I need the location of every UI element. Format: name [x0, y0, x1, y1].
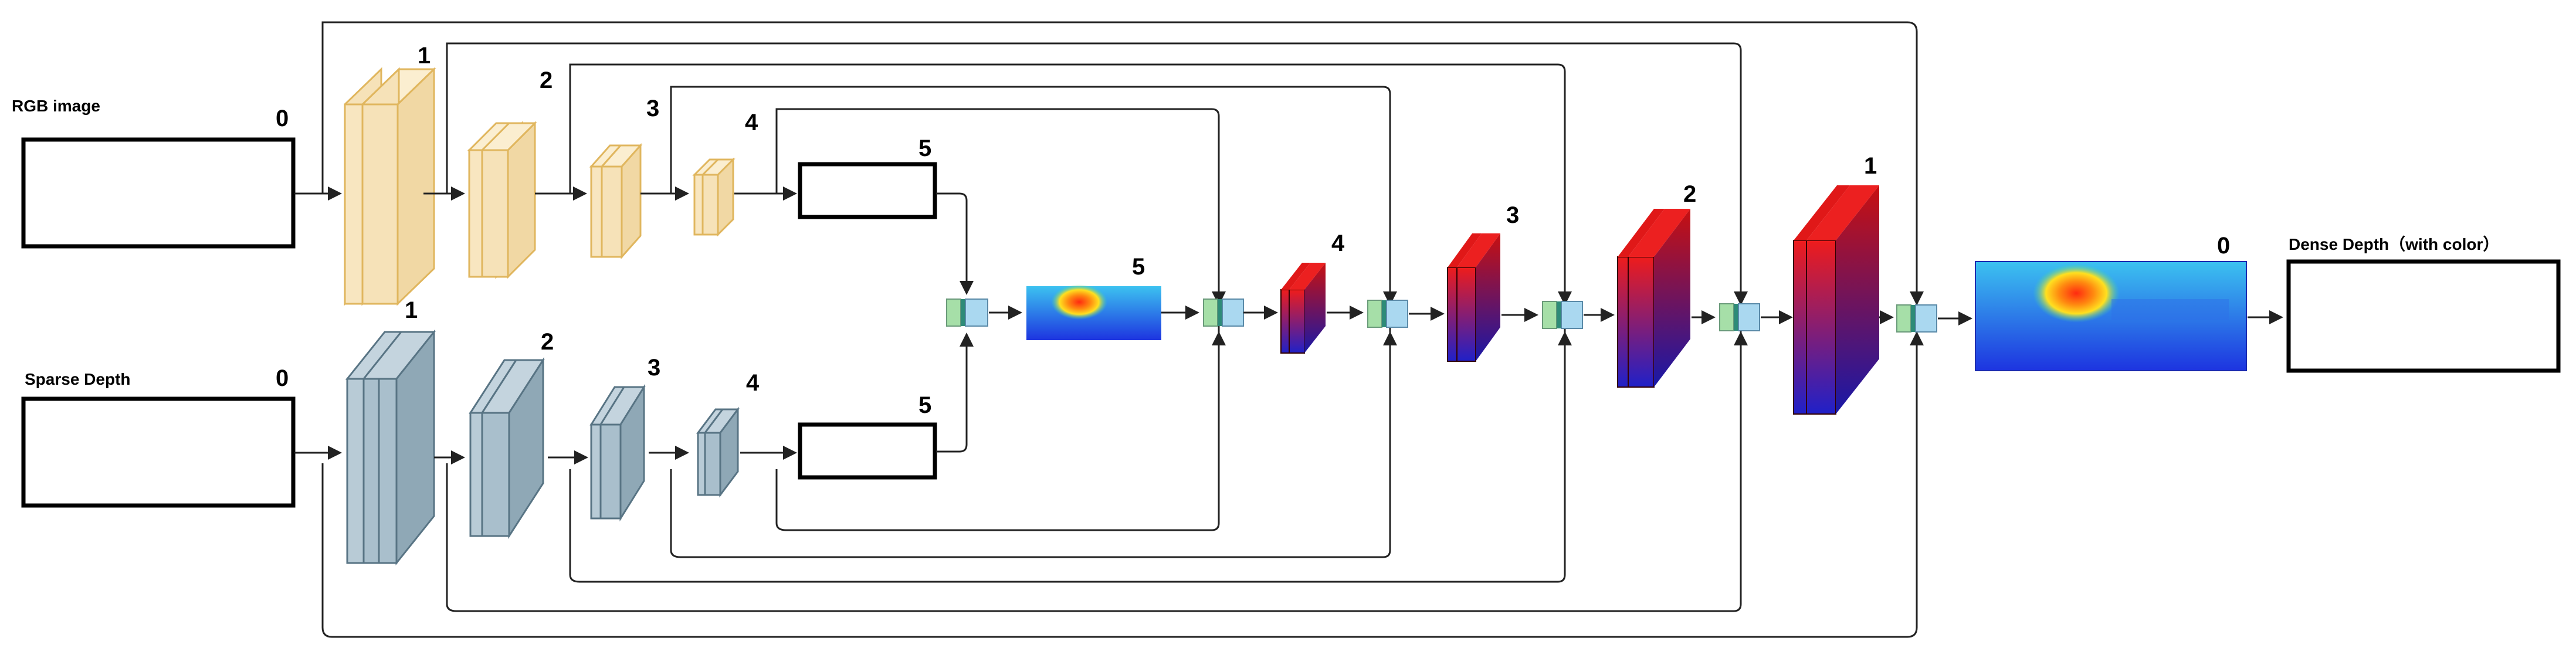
decoder-block-3 [1447, 233, 1500, 362]
fusion-block-2 [1367, 300, 1408, 328]
rgb-feature-image [798, 162, 937, 219]
depth-output-number: 0 [2217, 233, 2230, 259]
sparse-encoder-number-2: 2 [541, 329, 554, 355]
fused-feature-number: 5 [1132, 254, 1145, 280]
fusion-block-3 [1542, 301, 1583, 329]
decoder-block-4 [1280, 263, 1326, 354]
fusion-block-1 [1203, 299, 1244, 327]
skip-connection-4 [670, 86, 1391, 558]
sparse-encoder-number-3: 3 [648, 355, 660, 381]
rgb-encoder-block-4 [692, 157, 735, 237]
decoder-number-2: 2 [1683, 181, 1696, 207]
fusion-block-initial [946, 299, 988, 327]
sparse-depth-label: Sparse Depth [25, 370, 131, 388]
rgb-input-number: 0 [276, 106, 289, 131]
sparse-encoder-number-4: 4 [746, 370, 760, 396]
fusion-block-4 [1719, 303, 1760, 331]
rgb-encoder-block-1 [344, 67, 436, 306]
rgb-encoder-number-1: 1 [418, 43, 431, 69]
skip-connection-2 [446, 42, 1742, 612]
skip-connection-1 [321, 21, 1918, 638]
sparse-encoder-block-2 [469, 357, 545, 540]
sparse-encoder-number-1: 1 [405, 297, 418, 323]
rgb-encoder-number-3: 3 [646, 96, 659, 121]
rgb-encoder-number-4: 4 [745, 110, 758, 135]
skip-connection-5 [775, 108, 1220, 531]
fusion-block-5 [1896, 304, 1937, 333]
fused-feature-heatmap [1026, 284, 1161, 340]
sparse-depth-image [21, 396, 296, 508]
decoder-block-2 [1617, 209, 1690, 388]
rgb-image-label: RGB image [12, 97, 100, 115]
dense-depth-color-image [2286, 259, 2561, 373]
depth-output-map [1975, 261, 2247, 371]
skip-connection-3 [569, 63, 1566, 583]
sparse-feature-image [798, 422, 937, 480]
sparse-output-number: 5 [918, 392, 931, 418]
rgb-encoder-number-2: 2 [540, 67, 553, 93]
decoder-number-1: 1 [1864, 153, 1877, 179]
rgb-encoder-block-3 [589, 143, 643, 259]
dense-depth-label: Dense Depth（with color） [2289, 235, 2499, 253]
sparse-encoder-block-1 [345, 329, 436, 566]
decoder-number-4: 4 [1331, 230, 1345, 256]
rgb-encoder-block-2 [467, 121, 537, 279]
sparse-encoder-block-3 [589, 384, 646, 522]
decoder-number-3: 3 [1506, 202, 1519, 228]
sparse-encoder-block-4 [696, 406, 740, 498]
sparse-input-number: 0 [276, 365, 289, 391]
rgb-output-number: 5 [918, 135, 931, 161]
rgb-input-image [21, 137, 296, 249]
decoder-block-1 [1793, 185, 1879, 415]
